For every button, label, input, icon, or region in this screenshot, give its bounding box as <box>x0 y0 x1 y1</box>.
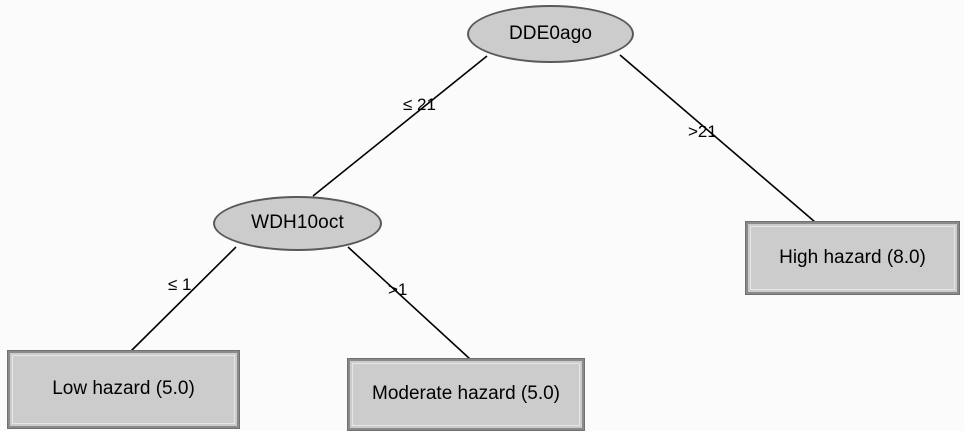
leaf-node-moderate-hazard[interactable]: Moderate hazard (5.0) <box>347 358 585 431</box>
node-label: WDH10oct <box>251 212 344 234</box>
edge-label-root-right: >21 <box>688 122 717 141</box>
edge-root-to-high <box>619 54 816 223</box>
decision-node-root[interactable]: DDE0ago <box>467 5 634 63</box>
edge-wdh-to-low <box>130 246 237 352</box>
node-label: Low hazard (5.0) <box>52 378 195 400</box>
leaf-node-high-hazard[interactable]: High hazard (8.0) <box>745 221 960 295</box>
node-label: DDE0ago <box>508 22 593 44</box>
edge-label-root-left: ≤ 21 <box>403 95 436 114</box>
node-label: Moderate hazard (5.0) <box>372 383 560 405</box>
decision-node-wdh10oct[interactable]: WDH10oct <box>213 196 382 251</box>
edge-wdh-to-moderate <box>347 246 471 360</box>
edge-label-wdh-left: ≤ 1 <box>168 275 192 294</box>
leaf-node-low-hazard[interactable]: Low hazard (5.0) <box>7 350 240 429</box>
edge-root-to-wdh <box>312 55 488 197</box>
node-label: High hazard (8.0) <box>779 246 926 268</box>
edge-label-wdh-right: >1 <box>388 280 408 299</box>
